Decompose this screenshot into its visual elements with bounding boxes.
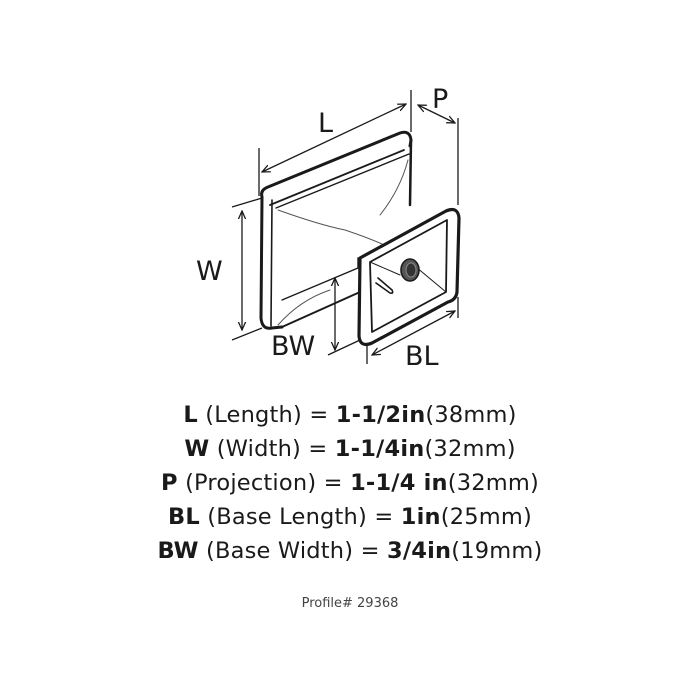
- specifications-list: L (Length) = 1-1/2in(38mm) W (Width) = 1…: [0, 398, 700, 568]
- spec-width: W (Width) = 1-1/4in(32mm): [0, 432, 700, 466]
- spec-code: L: [183, 402, 198, 428]
- spec-metric: (38mm): [425, 402, 517, 428]
- spec-metric: (32mm): [424, 436, 516, 462]
- spec-name: (Base Length) =: [207, 504, 394, 530]
- label-W: W: [196, 256, 223, 287]
- spec-name: (Length) =: [205, 402, 329, 428]
- spec-code: W: [184, 436, 210, 462]
- spec-name: (Base Width) =: [205, 538, 380, 564]
- spec-length: L (Length) = 1-1/2in(38mm): [0, 398, 700, 432]
- knob-dimension-drawing: L P W BW BL: [196, 84, 461, 372]
- label-P: P: [432, 84, 448, 115]
- spec-value: 1-1/4in: [334, 436, 425, 462]
- label-BW: BW: [271, 331, 315, 362]
- label-L: L: [318, 108, 333, 139]
- knob-base: [357, 207, 461, 347]
- spec-value: 1-1/4 in: [350, 470, 448, 496]
- spec-metric: (19mm): [451, 538, 543, 564]
- spec-metric: (25mm): [440, 504, 532, 530]
- spec-code: BL: [168, 504, 200, 530]
- spec-value: 1-1/2in: [335, 402, 426, 428]
- spec-code: BW: [157, 538, 199, 564]
- spec-value: 3/4in: [387, 538, 452, 564]
- label-BL: BL: [405, 341, 439, 372]
- spec-base-width: BW (Base Width) = 3/4in(19mm): [0, 534, 700, 568]
- spec-projection: P (Projection) = 1-1/4 in(32mm): [0, 466, 700, 500]
- knob-body: [259, 130, 413, 330]
- spec-code: P: [161, 470, 178, 496]
- spec-base-length: BL (Base Length) = 1in(25mm): [0, 500, 700, 534]
- spec-name: (Width) =: [216, 436, 328, 462]
- spec-metric: (32mm): [447, 470, 539, 496]
- dimension-lines: [231, 90, 459, 364]
- spec-value: 1in: [400, 504, 441, 530]
- spec-name: (Projection) =: [185, 470, 343, 496]
- profile-number: Profile# 29368: [301, 596, 399, 611]
